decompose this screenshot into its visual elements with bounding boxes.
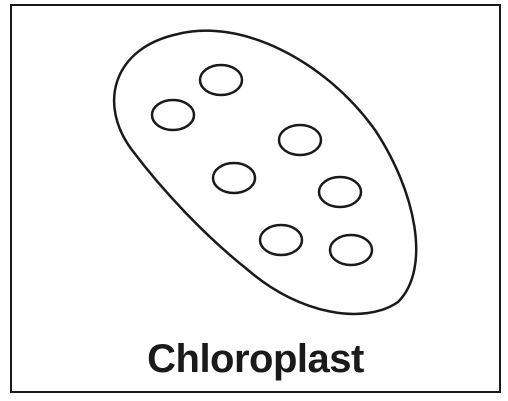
granum — [330, 235, 372, 265]
chloroplast-outer-membrane — [114, 31, 416, 314]
granum — [152, 100, 194, 130]
granum — [260, 225, 302, 255]
granum — [213, 163, 255, 193]
granum — [279, 125, 321, 155]
diagram-label: Chloroplast — [10, 335, 501, 383]
granum — [200, 65, 242, 95]
granum — [319, 177, 361, 207]
